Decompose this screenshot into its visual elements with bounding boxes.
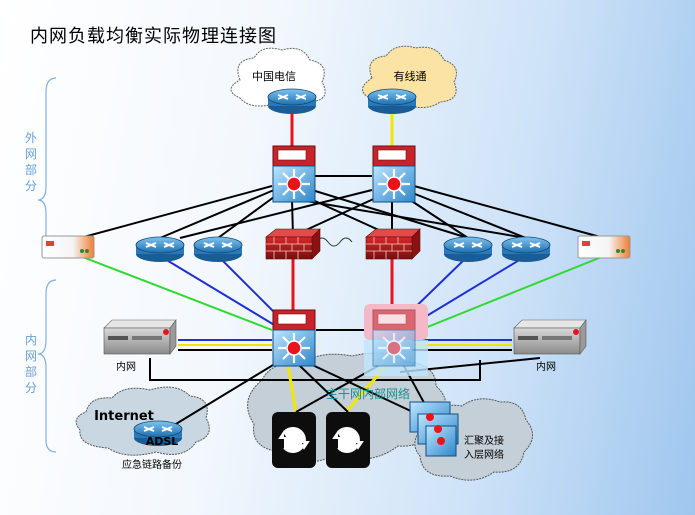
access-network-label-1: 汇聚及接 <box>464 434 504 447</box>
storage-2 <box>325 411 371 469</box>
diagram-title: 内网负载均衡实际物理连接图 <box>30 26 277 47</box>
firewall-1 <box>265 228 321 260</box>
intranet-right-label: 内网 <box>536 360 556 373</box>
outer-router-2 <box>193 236 243 263</box>
adsl-label: ADSL <box>146 435 179 448</box>
inner-zone-label: 内网部分 <box>24 333 37 395</box>
outer-core-switch-2 <box>371 144 417 204</box>
outer-zone-label: 外网部分 <box>24 131 37 193</box>
isp2-label: 有线通 <box>394 69 427 83</box>
outer-router-3 <box>443 236 493 263</box>
load-balancer-right <box>577 235 631 259</box>
access-switch-stack <box>409 401 459 457</box>
isp2-router <box>367 88 417 115</box>
load-balancer-left <box>41 235 95 259</box>
outer-zone-bracket <box>37 77 57 236</box>
outer-router-1 <box>135 236 185 263</box>
intranet-server-left <box>103 319 177 355</box>
outer-core-switch-1 <box>271 144 317 204</box>
inner-core-switch-1 <box>271 308 317 368</box>
backup-note: 应急链路备份 <box>122 458 182 471</box>
storage-1 <box>271 411 317 469</box>
inner-zone-bracket <box>37 279 57 453</box>
isp1-router <box>267 88 317 115</box>
intranet-server-right <box>513 319 587 355</box>
access-network-label-2: 入层网络 <box>464 448 504 461</box>
core-network-label: 主干网内部网络 <box>326 386 410 401</box>
links <box>79 112 605 431</box>
outer-router-4 <box>501 236 551 263</box>
intranet-left-label: 内网 <box>116 360 136 373</box>
firewall-2 <box>365 228 421 260</box>
isp1-label: 中国电信 <box>252 70 296 83</box>
inner-core-switch-2 <box>364 304 428 376</box>
internet-label: Internet <box>94 409 154 424</box>
